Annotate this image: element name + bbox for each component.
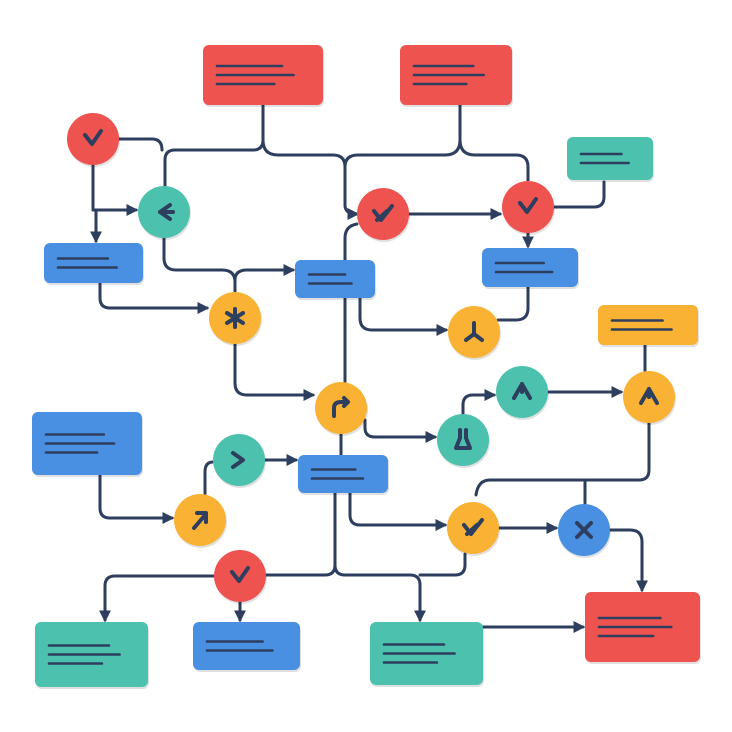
connector-arrow [261, 138, 360, 220]
process-box-red[interactable] [400, 45, 513, 107]
connector-arrow [608, 528, 648, 593]
connector-arrow [91, 163, 139, 216]
connectors [90, 103, 651, 633]
box-shape [44, 243, 143, 283]
connector-arrow [162, 236, 237, 294]
connector-arrow [343, 103, 462, 169]
decision-node-orange[interactable] [174, 494, 227, 548]
connector-arrow [461, 389, 497, 416]
decision-node-red[interactable] [357, 188, 410, 242]
connector-arrow [418, 552, 467, 577]
asterisk-icon [225, 307, 245, 329]
box-shape [295, 260, 375, 298]
process-box-blue[interactable] [32, 412, 143, 477]
decision-node-red[interactable] [67, 113, 120, 167]
branch-icon [464, 321, 484, 342]
decision-node-orange[interactable] [448, 306, 501, 360]
box-shape [567, 137, 653, 180]
connector-arrow [496, 285, 530, 322]
circle-shape [67, 113, 119, 165]
connector-arrow [203, 460, 215, 496]
process-box-red[interactable] [585, 592, 701, 664]
process-box-blue[interactable] [193, 622, 301, 672]
connector-arrow [458, 138, 530, 183]
turn-arrow-icon [332, 396, 350, 418]
merge-icon [512, 382, 532, 400]
arrow-left-icon [158, 203, 175, 221]
connector-arrow [552, 180, 606, 209]
connector-arrow [363, 418, 438, 443]
check-icon [83, 129, 103, 146]
circle-shape [315, 382, 367, 434]
connector-arrow [117, 137, 164, 152]
connector-arrow [358, 296, 449, 336]
box-shape [482, 248, 578, 287]
process-box-teal[interactable] [35, 622, 149, 689]
process-box-red[interactable] [203, 45, 324, 107]
process-box-teal[interactable] [567, 137, 654, 182]
process-box-blue[interactable] [482, 248, 579, 289]
nodes [32, 45, 701, 689]
process-box-blue[interactable] [295, 260, 376, 300]
circle-shape [437, 414, 489, 466]
close-icon [575, 521, 593, 539]
decision-node-teal[interactable] [213, 434, 266, 488]
box-shape [298, 455, 388, 493]
decision-node-teal[interactable] [496, 366, 549, 420]
decision-node-orange[interactable] [447, 502, 500, 556]
flask-icon [454, 428, 472, 450]
cross-check-icon [372, 204, 394, 222]
connector-arrow [343, 222, 359, 262]
connector-arrow [99, 574, 216, 623]
check-icon [518, 197, 538, 214]
process-box-blue[interactable] [298, 455, 389, 495]
decision-node-teal[interactable] [437, 414, 490, 468]
decision-node-teal[interactable] [138, 186, 191, 240]
decision-node-red[interactable] [214, 550, 267, 604]
arrow-right-icon [231, 451, 245, 469]
box-shape [598, 305, 698, 345]
connector-arrow [333, 563, 426, 623]
connector-arrow [163, 103, 265, 188]
connector-arrow [233, 342, 316, 401]
box-shape [193, 622, 300, 670]
cross-check-icon [462, 518, 484, 536]
decision-node-blue[interactable] [558, 504, 611, 558]
connector-arrow [348, 491, 448, 531]
decision-node-orange[interactable] [209, 292, 262, 346]
arrow-up-right-icon [192, 511, 208, 530]
process-box-teal[interactable] [370, 622, 484, 687]
connector-arrow [474, 421, 651, 497]
decision-node-orange[interactable] [623, 371, 676, 425]
process-box-blue[interactable] [44, 243, 144, 285]
connector-arrow [98, 473, 175, 524]
decision-node-red[interactable] [502, 181, 555, 235]
connector-arrow [233, 264, 296, 294]
check-icon [230, 566, 250, 583]
circle-shape [214, 550, 266, 602]
merge-icon [639, 387, 659, 405]
process-box-orange[interactable] [598, 305, 699, 347]
connector-arrow [264, 491, 337, 577]
circle-shape [502, 181, 554, 233]
connector-arrow [98, 281, 210, 314]
circle-shape [213, 434, 265, 486]
decision-node-orange[interactable] [315, 382, 368, 436]
